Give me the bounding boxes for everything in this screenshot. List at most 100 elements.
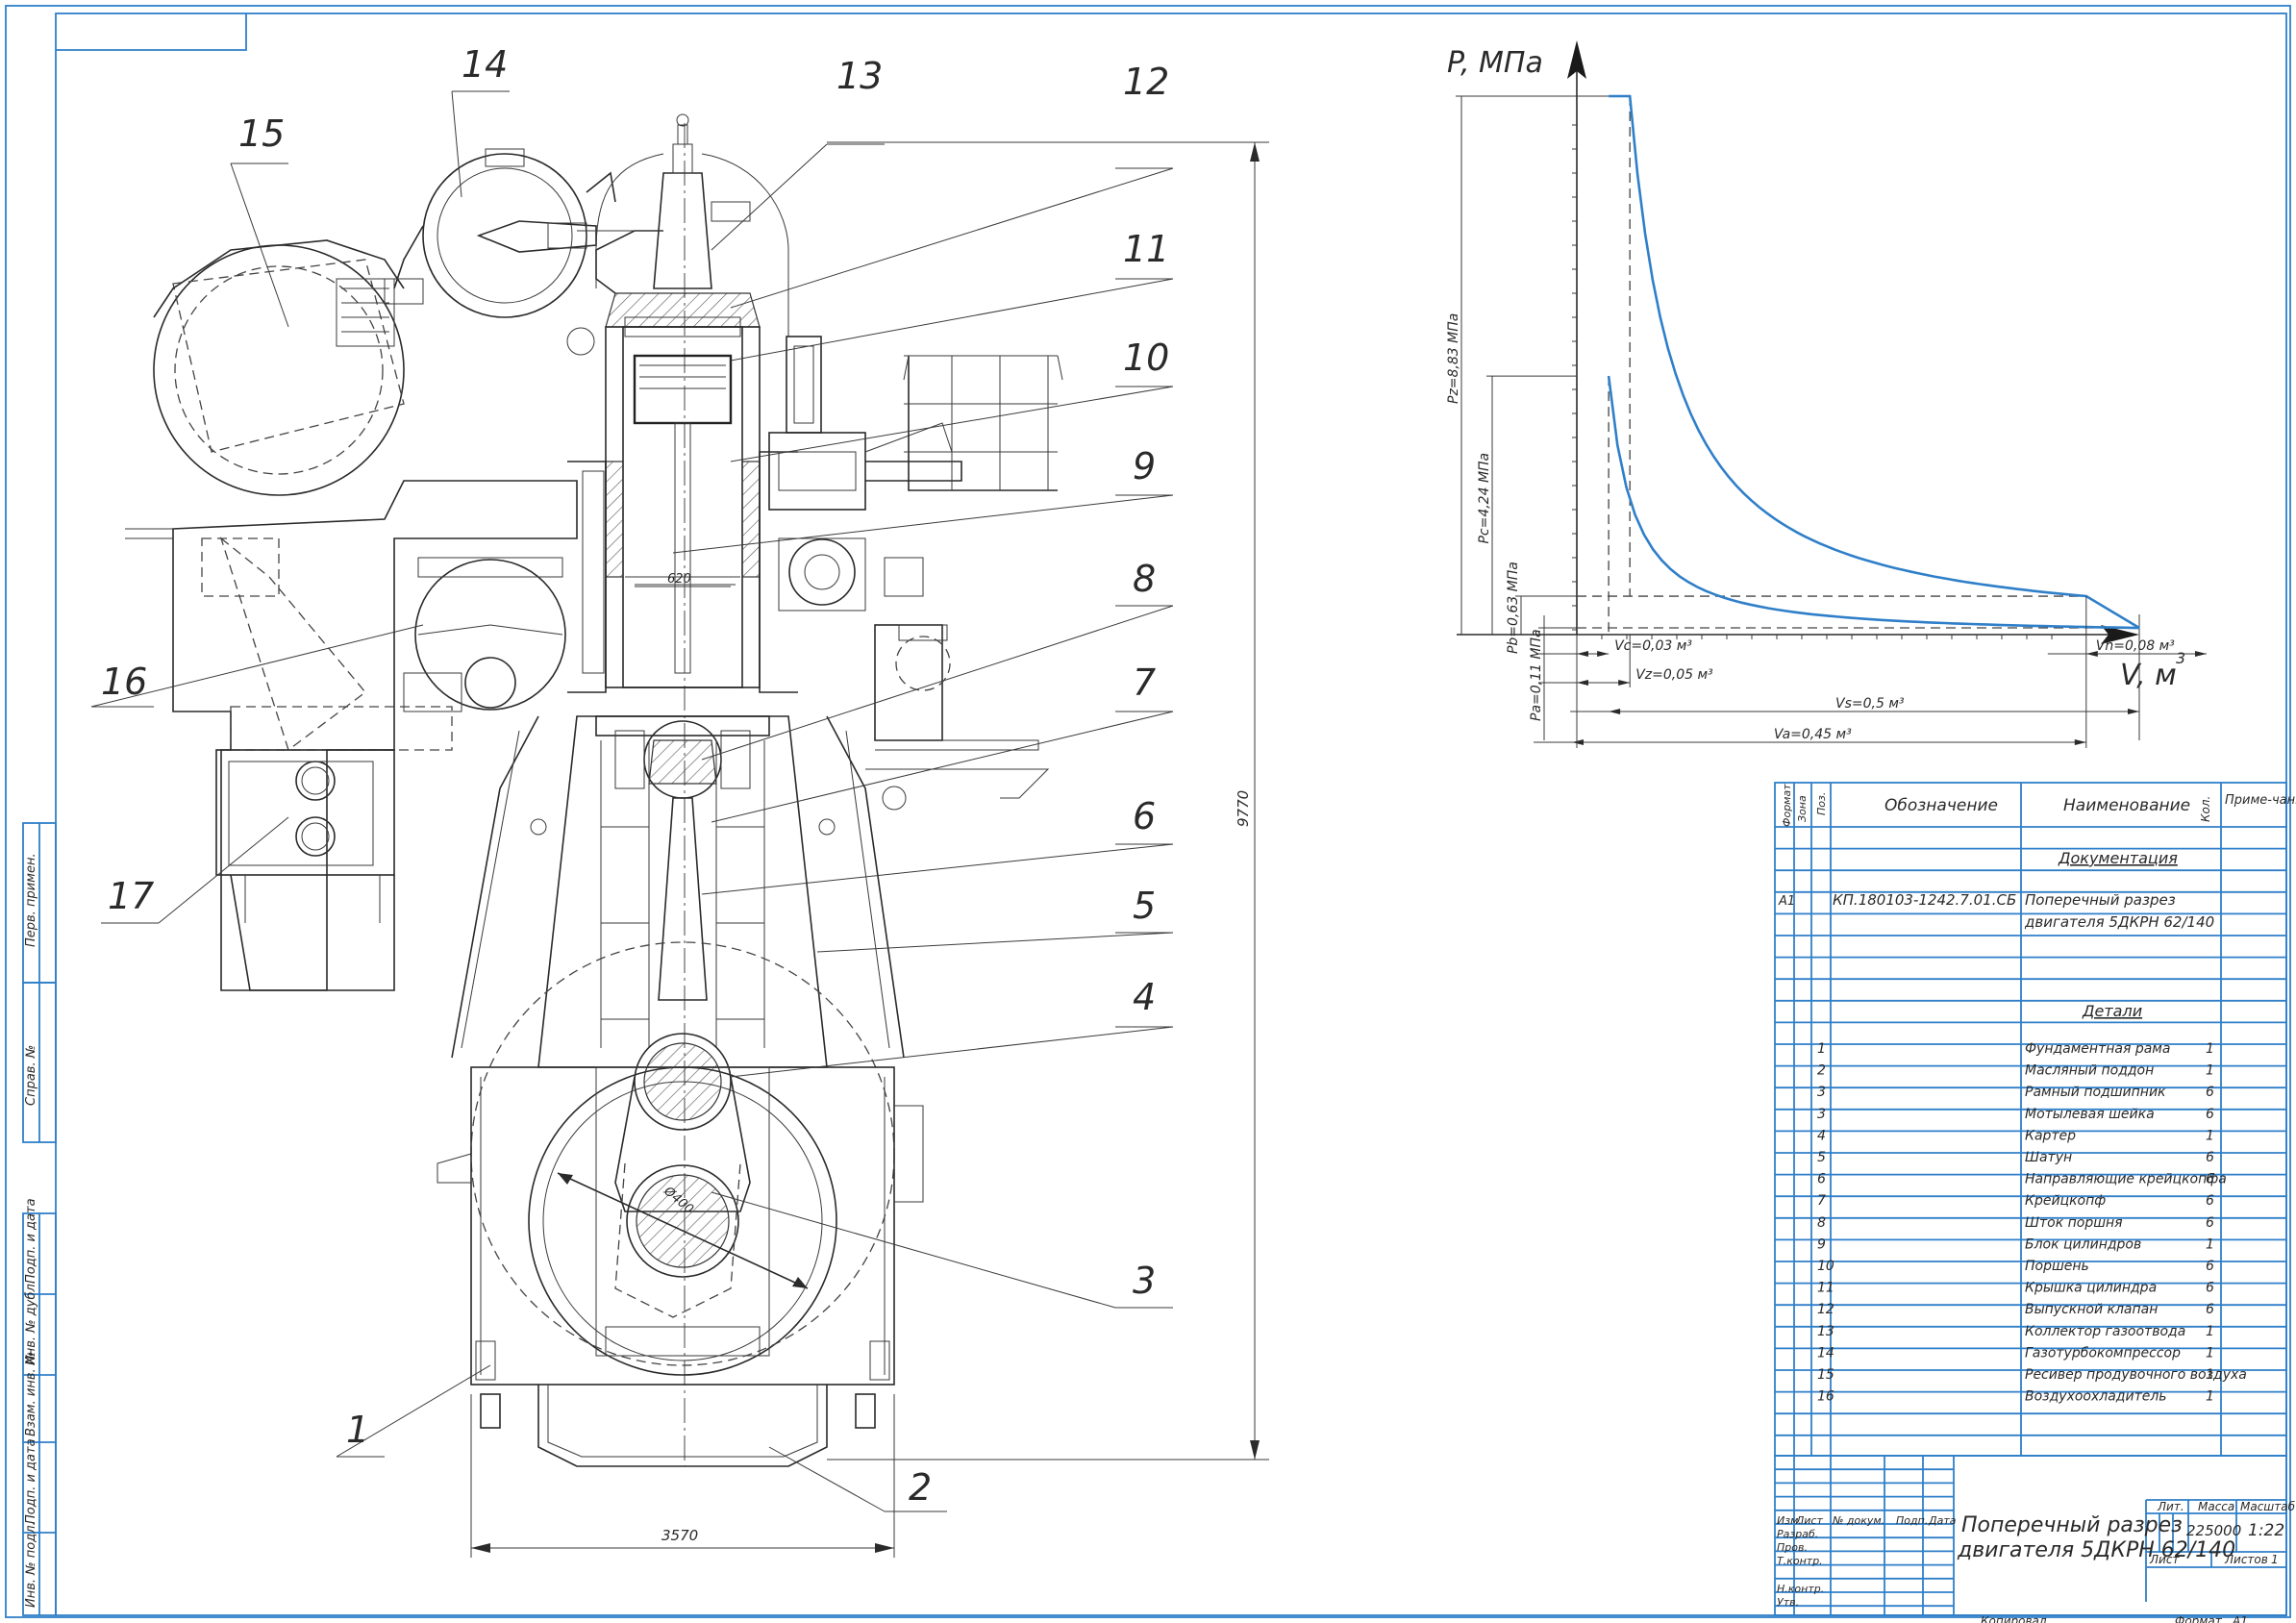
- spec-grid: [1775, 783, 2286, 1456]
- part-name: Фундаментная рама: [2025, 1041, 2170, 1057]
- tb-col-date: Дата: [1928, 1514, 1957, 1527]
- tb-row-tkontr: Т.контр.: [1777, 1555, 1823, 1567]
- part-qty: 1: [2206, 1324, 2214, 1339]
- tb-title-1: Поперечный разрез: [1961, 1513, 2183, 1537]
- dim-arrow: [1577, 651, 1588, 657]
- tb-mass: 225000: [2186, 1522, 2241, 1539]
- air-receiver: [153, 239, 405, 496]
- stamp-first-use: Перв. примен.: [24, 853, 38, 947]
- callout-6: 6: [1133, 795, 1156, 837]
- part-name: Направляющие крейцкопфа: [2025, 1172, 2227, 1187]
- part-qty: 6: [2206, 1259, 2214, 1274]
- part-pos: 15: [1817, 1367, 1834, 1383]
- tb-row-utv: Утв.: [1777, 1596, 1799, 1609]
- part-name: Газотурбокомпрессор: [2025, 1345, 2181, 1361]
- part-qty: 6: [2206, 1193, 2214, 1209]
- part-qty: 1: [2206, 1367, 2214, 1383]
- tb-title-2: двигателя 5ДКРН 62/140: [1957, 1538, 2235, 1562]
- tb-mass-label: Масса: [2198, 1500, 2234, 1513]
- part-name: Воздухоохладитель: [2025, 1389, 2167, 1405]
- callout-14: 14: [462, 43, 508, 86]
- hdr-pos: Поз.: [1815, 792, 1828, 815]
- expansion-curve: [1609, 94, 2140, 630]
- part-name: Рамный подшипник: [2025, 1085, 2166, 1100]
- x-axis-label: V, м: [2120, 659, 2177, 692]
- callout-10: 10: [1123, 337, 1169, 379]
- part-pos: 13: [1817, 1324, 1834, 1339]
- callout-11: 11: [1123, 228, 1169, 270]
- callout-numbers: 1 2 3 4 5 6 7 8 9 10 11 12 13 14 15 16 1…: [101, 43, 1169, 1509]
- part-name: Ресивер продувочного воздуха: [2025, 1367, 2247, 1383]
- dim-arrow: [1577, 680, 1588, 686]
- part-pos: 6: [1817, 1172, 1826, 1187]
- part-name: Шток поршня: [2025, 1215, 2123, 1231]
- part-pos: 7: [1817, 1193, 1826, 1209]
- title-block: Поперечный разрез двигателя 5ДКРН 62/140…: [1774, 1455, 2296, 1623]
- dim-arrow: [1618, 680, 1631, 686]
- part-pos: 2: [1817, 1063, 1826, 1079]
- dim-arrow: [2128, 709, 2139, 714]
- part-qty: 1: [2206, 1236, 2214, 1252]
- dim-arrow: [2195, 651, 2207, 657]
- callout-9: 9: [1133, 445, 1156, 487]
- volume-label-vc: Vc=0,03 м³: [1614, 638, 1692, 654]
- part-pos: 3: [1817, 1107, 1826, 1122]
- tb-format: А1: [2232, 1614, 2248, 1623]
- part-pos: 8: [1817, 1215, 1826, 1231]
- part-pos: 10: [1817, 1259, 1834, 1274]
- part-qty: 6: [2206, 1172, 2214, 1187]
- part-name: Мотылевая шейка: [2025, 1107, 2155, 1122]
- part-name: Шатун: [2025, 1150, 2072, 1165]
- fuel-pump-group: [768, 336, 1050, 811]
- part-name: Поршень: [2025, 1259, 2089, 1274]
- stamp-sign-date-2: Подп. и дата: [24, 1438, 38, 1524]
- y-axis-label: P, МПа: [1447, 46, 1543, 80]
- part-qty: 6: [2206, 1215, 2214, 1231]
- bedplate: [437, 1066, 924, 1467]
- tb-scale: 1:22: [2248, 1521, 2284, 1540]
- tb-row-razrab: Разраб.: [1777, 1528, 1818, 1540]
- crank-mechanism: [470, 941, 895, 1376]
- dim-height: 9770: [1235, 790, 1252, 827]
- volume-label-va: Va=0,45 м³: [1774, 727, 1852, 742]
- part-pos: 4: [1817, 1128, 1826, 1143]
- stamp-ref-no: Справ. №: [24, 1045, 38, 1106]
- part-pos: 9: [1817, 1236, 1826, 1252]
- part-name: Крейцкопф: [2025, 1193, 2106, 1209]
- callout-5: 5: [1133, 885, 1156, 927]
- volume-label-vs: Vs=0,5 м³: [1835, 696, 1905, 712]
- crosshead-guides: [451, 715, 905, 1068]
- callout-12: 12: [1123, 61, 1169, 103]
- part-pos: 14: [1817, 1345, 1834, 1361]
- callout-16: 16: [101, 661, 147, 703]
- tb-col-izm: Изм.: [1777, 1514, 1802, 1527]
- callout-8: 8: [1133, 558, 1156, 600]
- level-label-pa: Pa=0,11 МПа: [1529, 629, 1544, 721]
- section-documentation: Документация: [2058, 849, 2178, 867]
- part-qty: 6: [2206, 1302, 2214, 1317]
- part-pos: 5: [1817, 1150, 1826, 1165]
- volume-label-vh: Vh=0,08 м³: [2096, 638, 2175, 654]
- tb-format-label: Формат: [2175, 1614, 2223, 1623]
- section-parts: Детали: [2082, 1002, 2142, 1020]
- doc-name-1: Поперечный разрез: [2025, 891, 2176, 909]
- pv-level-ticks: [1572, 124, 2053, 639]
- callout-13: 13: [836, 55, 883, 97]
- pv-diagram: P, МПа V, м 3 Pz=8,83 МПа Pc=4,24 МПа Pb…: [1446, 40, 2207, 748]
- stamp-replace-inv: Взам. инв. №: [24, 1352, 38, 1436]
- callout-1: 1: [346, 1409, 369, 1451]
- specification-table: Формат Зона Поз. Обозначение Наименовани…: [1774, 782, 2296, 1457]
- level-label-pb: Pb=0,63 МПа: [1506, 562, 1521, 654]
- part-qty: 1: [2206, 1063, 2214, 1079]
- part-qty: 6: [2206, 1150, 2214, 1165]
- tb-col-list: Лист: [1795, 1514, 1823, 1527]
- tb-row-prov: Пров.: [1777, 1541, 1808, 1554]
- doc-name-2: двигателя 5ДКРН 62/140: [2024, 913, 2214, 931]
- dim-width: 3570: [661, 1527, 698, 1544]
- tb-scale-label: Масштаб: [2240, 1500, 2296, 1513]
- hdr-name: Наименование: [2063, 796, 2190, 815]
- hdr-format: Формат: [1781, 784, 1793, 827]
- stamp-inv-orig: Инв. № подл.: [24, 1521, 38, 1608]
- callout-2: 2: [909, 1466, 932, 1509]
